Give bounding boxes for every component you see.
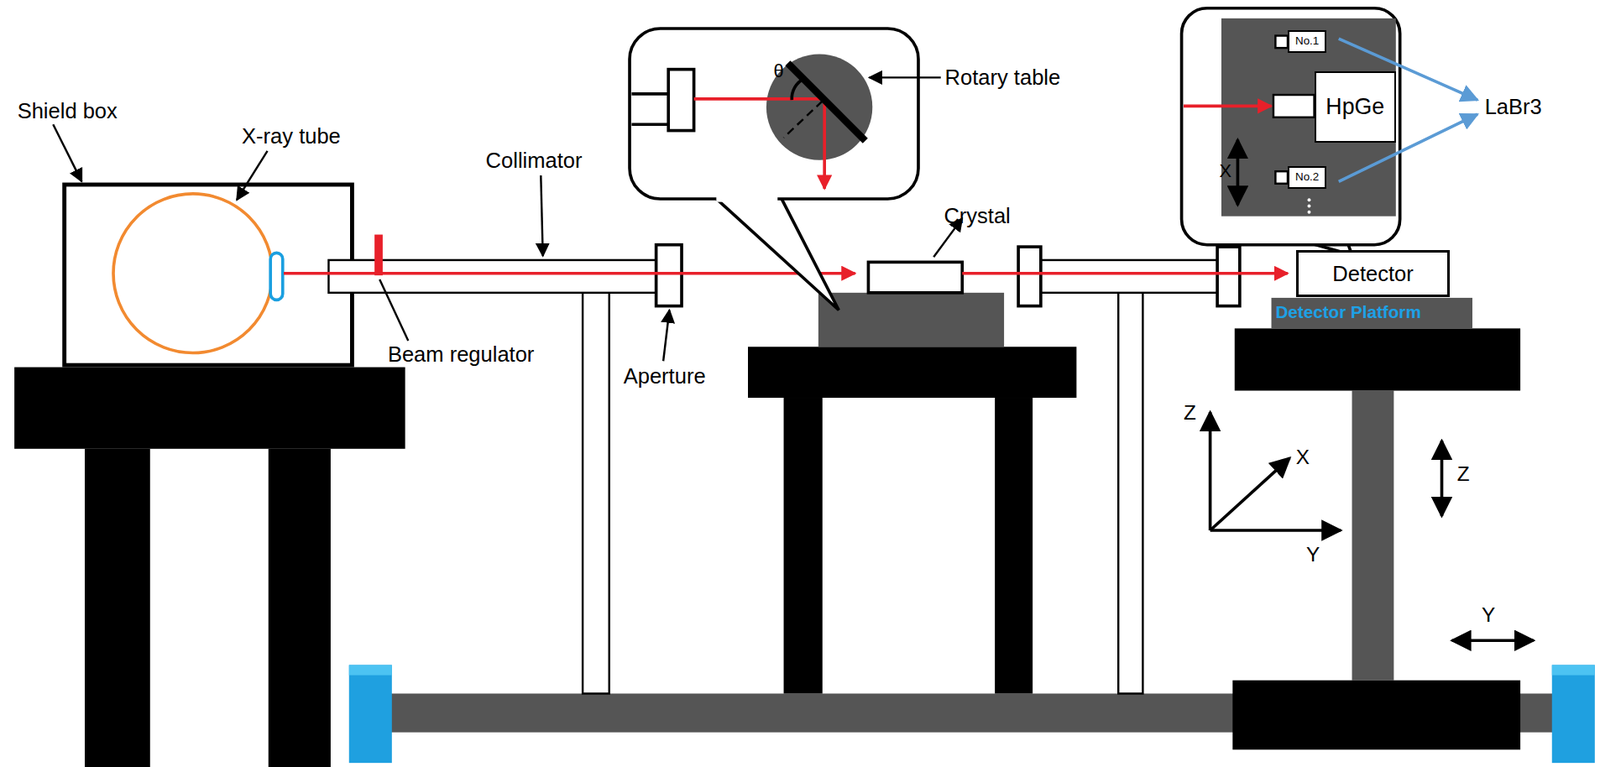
angle-symbol: θ (773, 61, 784, 82)
part-label: Shield box (17, 99, 118, 123)
part-label: X-ray tube (241, 124, 341, 148)
part-label: Collimator (486, 148, 583, 173)
platform-label: Detector Platform (1275, 303, 1421, 323)
axis-label: Y (1481, 604, 1496, 628)
node-text: No.2 (1295, 171, 1319, 184)
axis-label: Z (1183, 402, 1197, 425)
labr3-detector: No.1 (1287, 30, 1327, 53)
part-label: Aperture (623, 364, 706, 388)
axis-label: Z (1457, 463, 1470, 487)
node-text: HpGe (1325, 94, 1385, 120)
axis-label: X (1296, 446, 1310, 470)
part-label: Beam regulator (387, 342, 534, 367)
hpge-detector: HpGe (1314, 71, 1397, 143)
node-text: Detector (1332, 261, 1413, 286)
part-label: Crystal (943, 203, 1010, 228)
node-text: No.1 (1295, 35, 1319, 48)
axis-label: Y (1306, 543, 1320, 567)
part-label: LaBr3 (1484, 94, 1543, 119)
detector-box: Detector (1296, 250, 1451, 298)
part-label: Rotary table (945, 65, 1062, 89)
labr3-detector: No.2 (1287, 166, 1327, 189)
axis-label: X (1219, 161, 1233, 182)
